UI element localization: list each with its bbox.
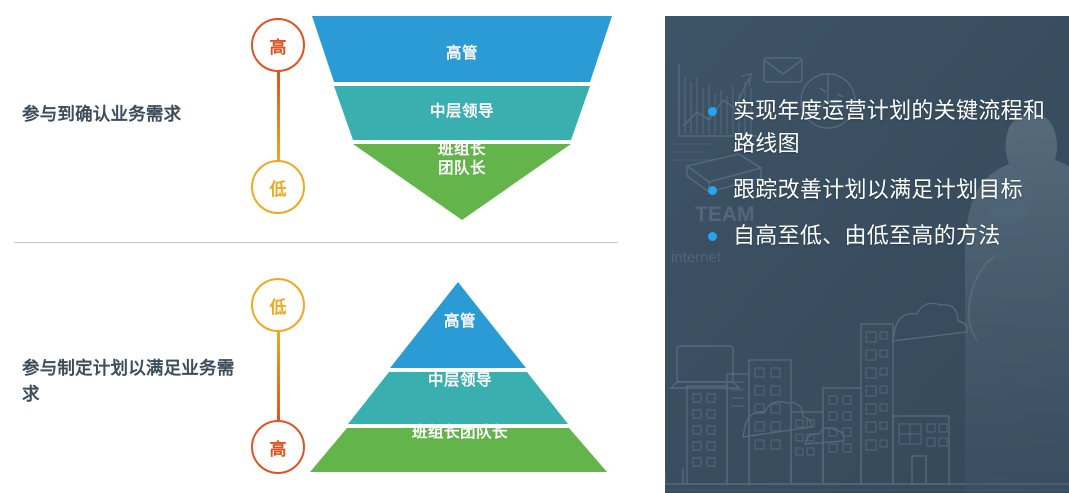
bullet-item-1: 实现年度运营计划的关键流程和路线图: [689, 94, 1049, 160]
bullet-text-2: 跟踪改善计划以满足计划目标: [733, 177, 1023, 202]
gauge-bottom-low-bubble: 低: [251, 278, 305, 332]
bullet-text-3: 自高至低、由低至高的方法: [733, 223, 1001, 248]
inverted-level-2-label: 中层领导: [429, 103, 494, 120]
inverted-level-3-label: 班组长 团队长: [312, 140, 612, 178]
gauge-top-low-label: 低: [269, 179, 287, 199]
upright-level-1-label: 高管: [443, 313, 476, 330]
gauge-bottom-high-label: 高: [269, 439, 287, 459]
upright-level-3-label: 班组长团队长: [411, 424, 508, 441]
bullet-item-2: 跟踪改善计划以满足计划目标: [689, 173, 1049, 206]
gauge-top-connector: [276, 70, 280, 162]
person-silhouette: [965, 113, 1069, 493]
gauge-bottom: 低 高: [251, 278, 311, 478]
upright-pyramid: 高管 中层领导 班组长团队长: [310, 282, 610, 472]
bullet-text-1: 实现年度运营计划的关键流程和路线图: [733, 98, 1046, 156]
gauge-top-high-bubble: 高: [251, 18, 305, 72]
bullet-item-3: 自高至低、由低至高的方法: [689, 219, 1049, 252]
inverted-level-3-line2: 团队长: [437, 160, 486, 177]
inverted-pyramid-shape: [312, 16, 612, 220]
inverted-level-1-label: 高管: [445, 45, 478, 62]
bullet-list: 实现年度运营计划的关键流程和路线图 跟踪改善计划以满足计划目标 自高至低、由低至…: [689, 94, 1049, 265]
inverted-level-3-line1: 班组长: [437, 141, 486, 158]
bullet-dot-icon: [708, 107, 717, 116]
gauge-top: 高 低: [251, 18, 311, 218]
bullet-dot-icon: [708, 186, 717, 195]
bullet-dot-icon: [708, 232, 717, 241]
row-label-bottom: 参与制定计划以满足业务需求: [22, 358, 235, 404]
row-label-top: 参与到确认业务需求: [22, 104, 182, 124]
chalkboard-illustration: TEAM internet: [665, 16, 1069, 493]
upright-level-2-label: 中层领导: [427, 372, 492, 389]
section-divider: [14, 242, 618, 243]
svg-text:internet: internet: [671, 249, 722, 266]
svg-text:TEAM: TEAM: [695, 203, 755, 226]
gauge-bottom-low-label: 低: [269, 297, 287, 317]
chalkboard-art: TEAM internet: [665, 16, 1069, 493]
left-diagram-pane: 参与到确认业务需求 高 低 高管 中层领导 班组长 团队长: [14, 16, 618, 478]
gauge-top-high-label: 高: [269, 37, 287, 57]
gauge-top-low-bubble: 低: [251, 160, 305, 214]
upright-pyramid-shape: [310, 282, 607, 472]
gauge-bottom-connector: [276, 330, 280, 422]
inverted-pyramid: 高管 中层领导 班组长 团队长: [312, 16, 612, 220]
gauge-bottom-high-bubble: 高: [251, 420, 305, 474]
right-image-panel: TEAM internet: [665, 16, 1069, 493]
